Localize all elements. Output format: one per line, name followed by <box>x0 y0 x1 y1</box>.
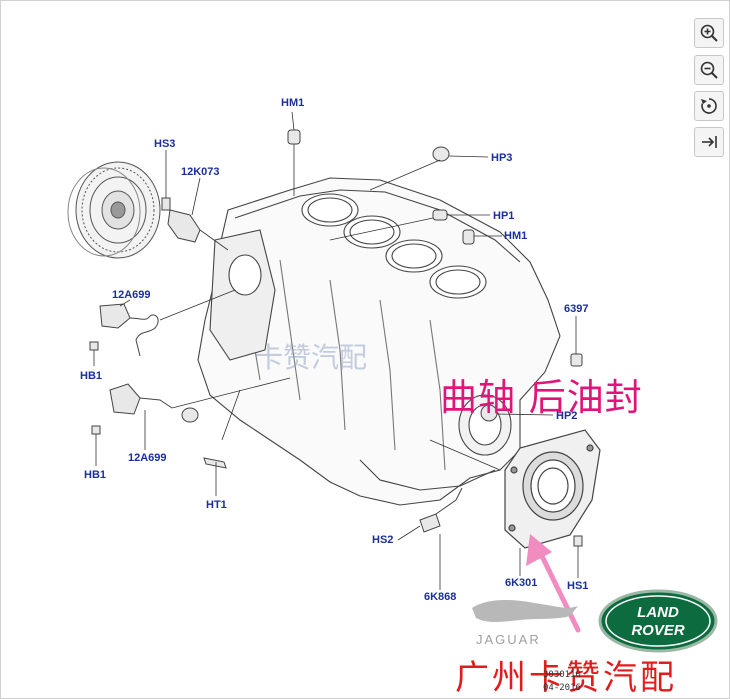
callout-12a699-bottom[interactable]: 12A699 <box>128 452 167 464</box>
small-parts <box>89 129 583 547</box>
callout-12a699-top[interactable]: 12A699 <box>112 289 151 301</box>
callout-hb1-bottom[interactable]: HB1 <box>84 469 107 481</box>
callout-hm1-top[interactable]: HM1 <box>281 97 305 109</box>
leader-lines <box>93 111 579 590</box>
land-rover-logo: LAND ROVER <box>598 589 718 653</box>
crank-pulley <box>67 161 161 259</box>
jaguar-wordmark: JAGUAR <box>476 632 541 647</box>
callout-hp1[interactable]: HP1 <box>493 210 515 222</box>
annotation-arrow <box>526 534 581 633</box>
callout-12k073[interactable]: 12K073 <box>181 166 220 178</box>
svg-text:ROVER: ROVER <box>631 622 685 639</box>
callout-ht1[interactable]: HT1 <box>206 499 227 511</box>
zoom-out-icon <box>700 61 718 79</box>
callout-6k868[interactable]: 6K868 <box>424 591 457 603</box>
collapse-panel-icon <box>702 136 717 148</box>
callout-6k301[interactable]: 6K301 <box>505 577 538 589</box>
callout-hb1-top[interactable]: HB1 <box>80 370 103 382</box>
callout-hp2[interactable]: HP2 <box>556 410 578 422</box>
zoom-in-button[interactable] <box>694 18 724 48</box>
callout-hs2[interactable]: HS2 <box>372 534 394 546</box>
drawing-date: 04-2016 <box>543 683 581 693</box>
zoom-in-icon <box>700 24 718 42</box>
callout-hm1-right[interactable]: HM1 <box>504 230 528 242</box>
rear-oil-seal <box>504 429 601 549</box>
annotation-note: 曲轴 后油封 <box>440 376 643 419</box>
watermark-bottom: 广州卡赞汽配 <box>455 658 677 698</box>
collapse-panel-button[interactable] <box>694 127 724 157</box>
callout-hs3[interactable]: HS3 <box>154 138 176 150</box>
drawing-code: 3030110 <box>543 670 581 680</box>
watermark-center: 卡赞汽配 <box>255 341 368 374</box>
callout-hp3[interactable]: HP3 <box>491 152 513 164</box>
jaguar-logo: JAGUAR <box>472 600 578 647</box>
callout-hs1[interactable]: HS1 <box>567 580 589 592</box>
reset-view-icon <box>701 98 717 114</box>
callout-6397[interactable]: 6397 <box>564 303 589 315</box>
zoom-out-button[interactable] <box>694 55 724 85</box>
svg-text:LAND: LAND <box>637 604 679 621</box>
engine-block <box>197 177 561 506</box>
reset-view-button[interactable] <box>694 91 724 121</box>
